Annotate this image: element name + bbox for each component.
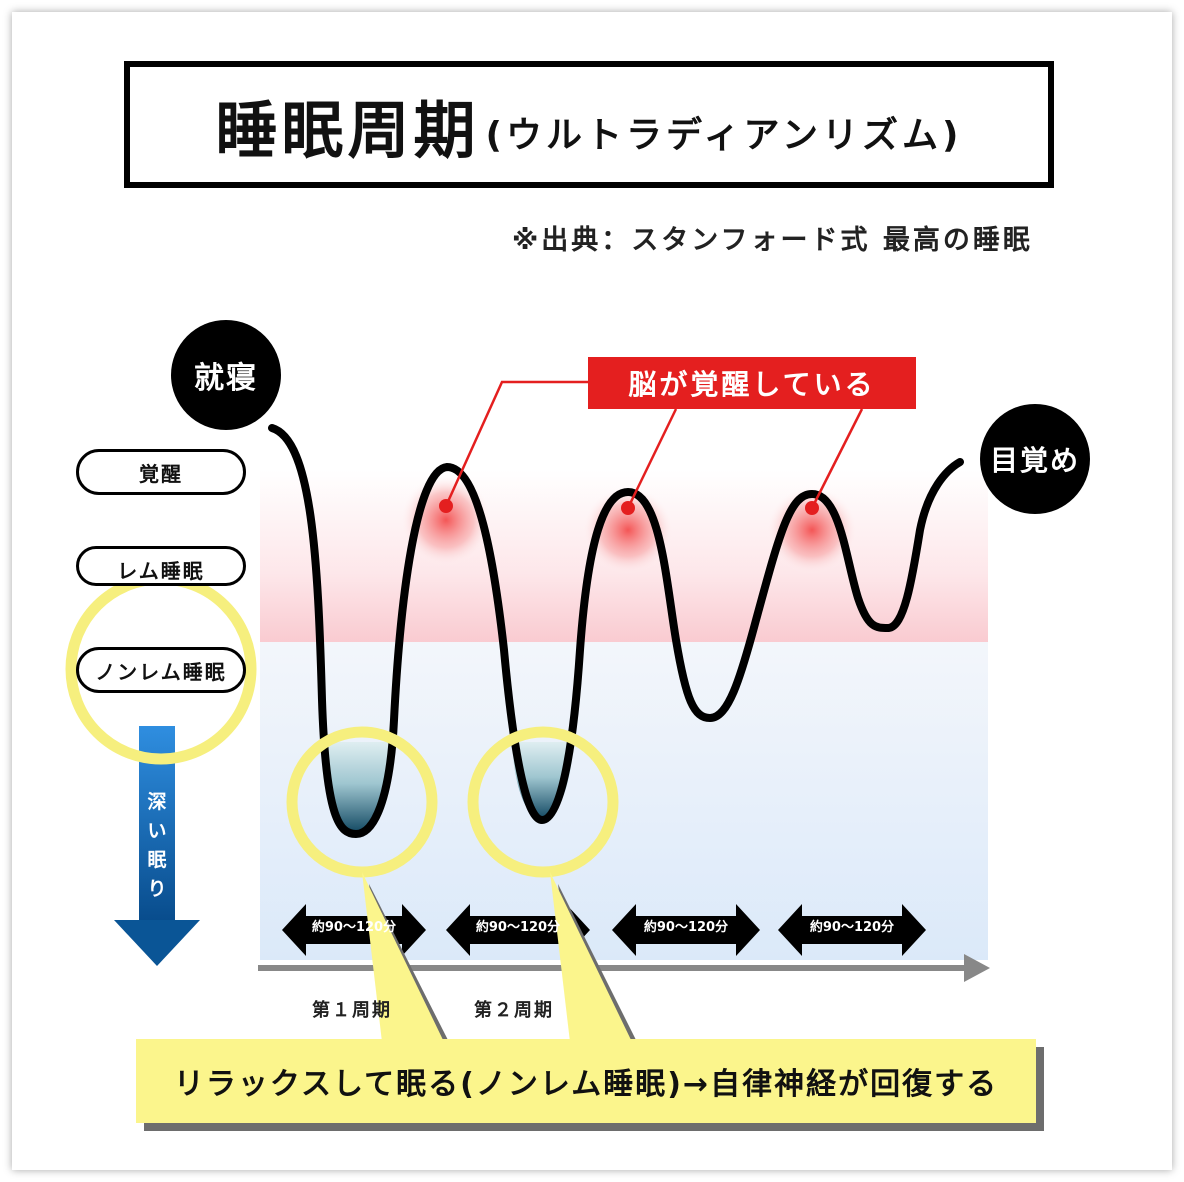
highlight-circle-trough-2 — [467, 726, 619, 878]
callout-pointer-1 — [362, 872, 444, 1042]
sleep-start-marker: 就寝 — [171, 320, 281, 430]
page-title: 睡眠周期 — [215, 93, 480, 167]
callout-box: リラックスして眠る(ノンレム睡眠)→自律神経が回復する — [136, 1039, 1036, 1123]
source-note: ※出典：スタンフォード式 最高の睡眠 — [512, 225, 1033, 256]
period-label-2: 約90〜120分 — [475, 920, 561, 935]
period-label-3: 約90〜120分 — [643, 920, 729, 935]
sleep-cycle-curve — [268, 424, 964, 838]
deep-sleep-arrowhead — [114, 920, 200, 966]
cycle-label-2: 第２周期 — [474, 1000, 554, 1021]
stage-awake-pill: 覚醒 — [76, 449, 246, 495]
deep-sleep-label: 深い眠り — [147, 791, 167, 900]
callout-pointer-2 — [550, 872, 632, 1042]
page-subtitle: (ウルトラディアンリズム) — [485, 114, 963, 156]
title-box: 睡眠周期 (ウルトラディアンリズム) — [124, 61, 1054, 188]
awake-dot-2 — [621, 501, 635, 515]
period-arrow-3 — [612, 904, 760, 956]
awake-dot-1 — [439, 499, 453, 513]
period-arrow-4 — [778, 904, 926, 956]
period-label-1: 約90〜120分 — [311, 920, 397, 935]
awake-leader-line-3 — [810, 408, 864, 509]
brain-awake-tag: 脳が覚醒している — [588, 357, 916, 409]
stage-rem-pill: レム睡眠 — [76, 546, 246, 586]
awake-leader-line-1 — [444, 380, 588, 507]
awake-leader-line-2 — [626, 408, 678, 509]
wake-up-marker: 目覚め — [980, 404, 1090, 514]
period-label-4: 約90〜120分 — [809, 920, 895, 935]
stage-nonrem-pill: ノンレム睡眠 — [76, 647, 246, 693]
time-axis-arrowhead — [964, 954, 990, 982]
cycle-label-1: 第１周期 — [312, 1000, 392, 1021]
period-arrow-2 — [446, 904, 590, 956]
awake-dot-3 — [805, 501, 819, 515]
